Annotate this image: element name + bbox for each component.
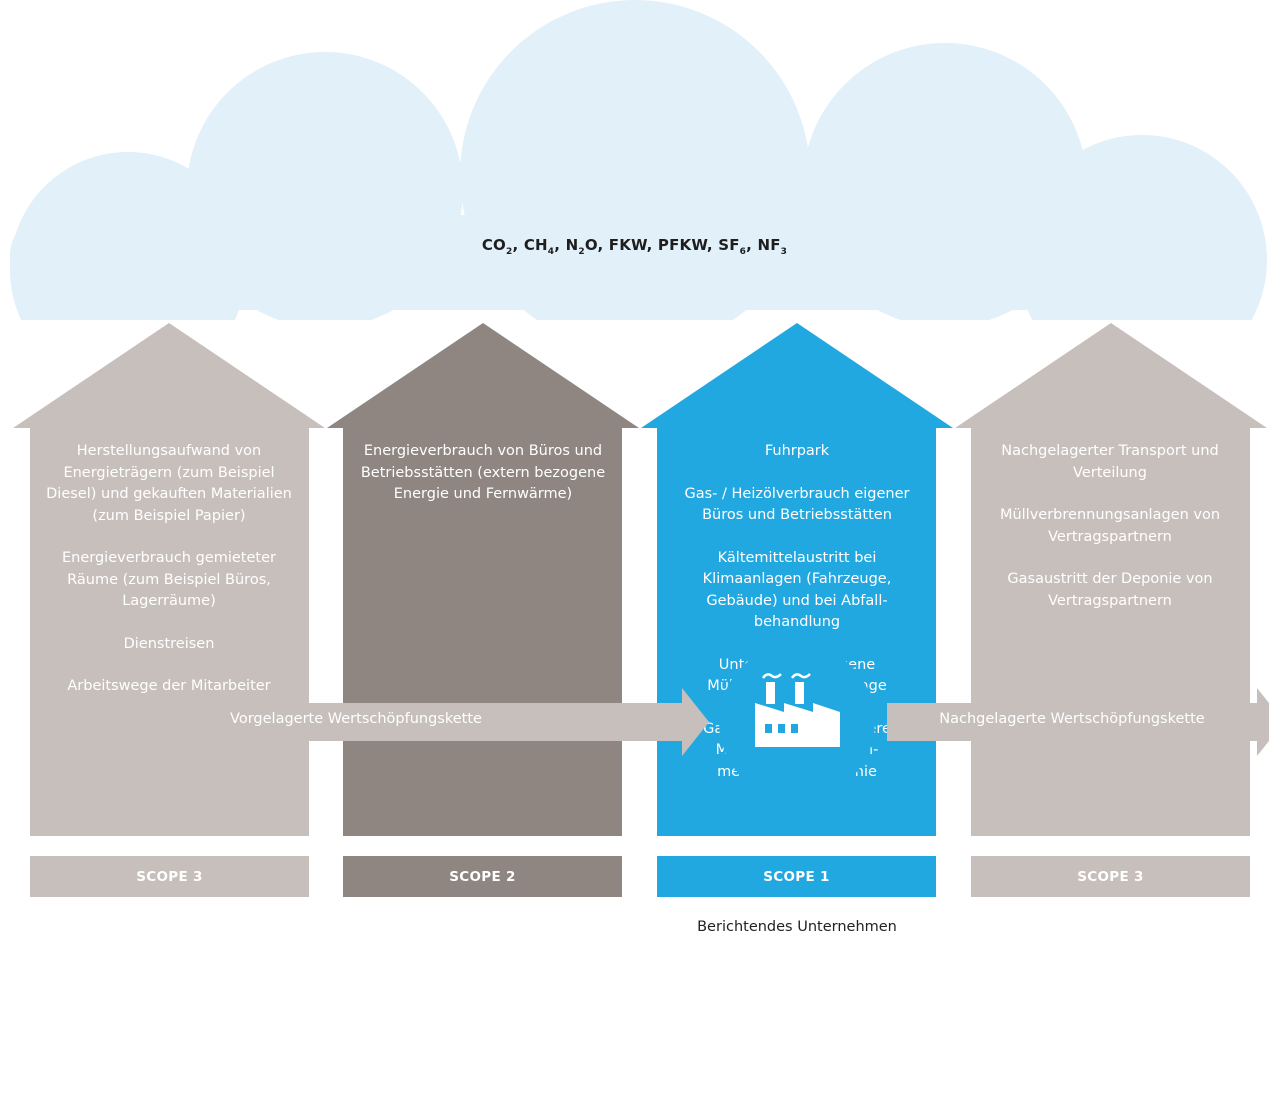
gas-formula: FKW <box>608 236 647 254</box>
upstream-chain-label: Vorgelagerte Wertschöpfungskette <box>230 711 482 727</box>
downstream-chain-label: Nachgelagerte Wertschöpfungskette <box>939 711 1205 727</box>
reporting-company-label: Berichtendes Unternehmen <box>697 919 897 935</box>
emission-source-item: Energieverbrauch von Büros und Betriebss… <box>360 443 606 502</box>
gas-formula: CH4 <box>523 236 555 257</box>
scope2-arrow <box>327 323 639 836</box>
emission-source-item: Herstellungsaufwand von Energieträgern (… <box>46 443 292 524</box>
emission-source-item: Energieverbrauch gemie­teter Räume (zum … <box>62 550 276 609</box>
gas-formula: PFKW <box>657 236 707 254</box>
scope3-downstream-label: SCOPE 3 <box>971 856 1250 897</box>
gas-formula: CO2 <box>481 236 513 257</box>
scope3-upstream-label: SCOPE 3 <box>30 856 309 897</box>
emission-source-item: Nachgelagerter Transport und Verteilung <box>1001 443 1219 481</box>
emission-source-item: Kältemittelaustritt bei Klimaanlagen (Fa… <box>702 549 892 631</box>
scope2-label: SCOPE 2 <box>343 856 622 897</box>
emission-source-item: Gasaustritt der Deponie von Vertragspart… <box>1007 571 1213 609</box>
greenhouse-gases-list: CO2, CH4, N2O, FKW, PFKW, SF6, NF3 <box>481 236 788 257</box>
gas-formula: N2O <box>565 236 598 257</box>
emission-source-item: Unternehmenseigene Müllverbrennungsanlag… <box>707 656 887 695</box>
gas-formula: SF6 <box>718 236 747 257</box>
scope1-label: SCOPE 1 <box>657 856 936 897</box>
emission-source-item: Arbeitswege der Mitarbeiter <box>67 678 271 694</box>
emission-source-item: Gasaustritt (insbesondere Methan) bei un… <box>703 720 891 780</box>
gas-formula: NF3 <box>757 236 788 257</box>
emission-source-item: Dienstreisen <box>123 635 215 652</box>
emission-source-item: Gas- / Heizölverbrauch eigener Büros und… <box>684 485 910 524</box>
emissions-cloud <box>10 0 1267 320</box>
scope3-upstream-text: Herstellungsaufwand von Energieträgern (… <box>44 441 294 719</box>
emission-source-item: Fuhrpark <box>764 443 830 459</box>
scope2-text: Energieverbrauch von Büros und Betriebss… <box>358 441 608 527</box>
emission-source-item: Müllverbrennungsanlagen von Vertragspart… <box>999 507 1221 545</box>
cloud-shape <box>10 0 1267 320</box>
